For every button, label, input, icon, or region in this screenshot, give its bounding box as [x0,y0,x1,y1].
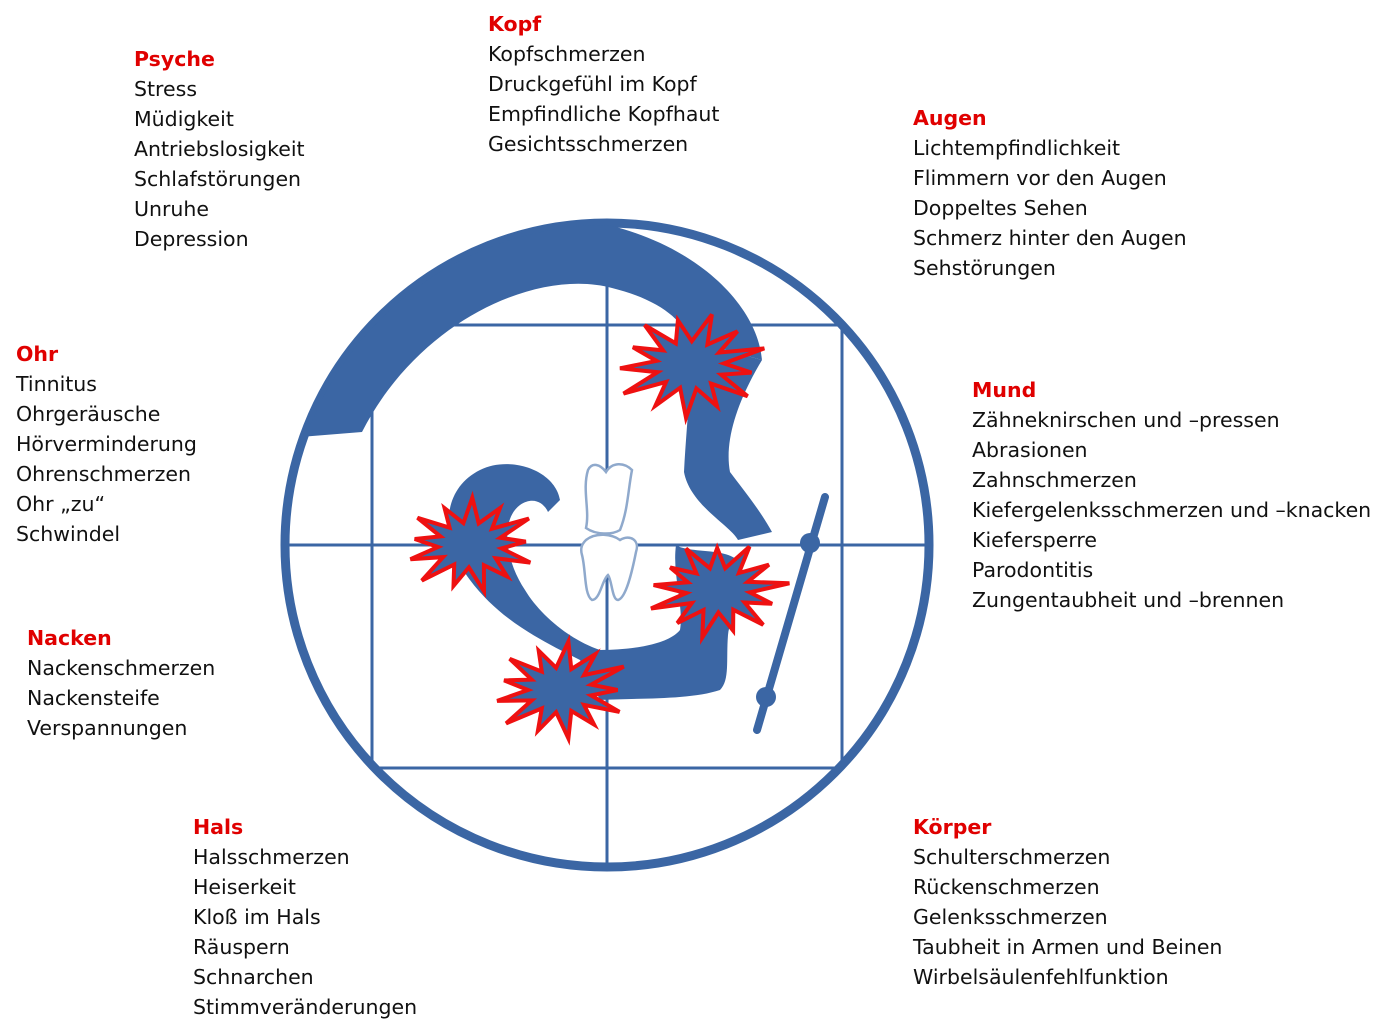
symptom-item: Parodontitis [972,558,1094,582]
symptom-item: Räuspern [193,935,290,959]
symptom-item: Hörverminderung [16,432,197,456]
group-title: Nacken [27,626,112,650]
symptom-item: Antriebslosigkeit [134,137,305,161]
group-title: Körper [913,815,992,839]
symptom-item: Schulterschmerzen [913,845,1111,869]
pain-burst-icon [619,313,765,426]
group-title: Mund [972,378,1037,402]
group-title: Psyche [134,47,215,71]
symptom-item: Lichtempfindlichkeit [913,136,1121,160]
symptom-item: Stress [134,77,198,101]
symptom-item: Sehstörungen [913,256,1056,280]
symptom-item: Abrasionen [972,438,1088,462]
symptom-item: Müdigkeit [134,107,234,131]
symptom-item: Tinnitus [16,372,97,396]
symptom-item: Kloß im Hals [193,905,321,929]
symptom-item: Schnarchen [193,965,314,989]
pain-burst-icon [650,542,790,645]
symptom-item: Gelenksschmerzen [913,905,1108,929]
symptom-item: Zungentaubheit und –brennen [972,588,1285,612]
symptom-item: Doppeltes Sehen [913,196,1088,220]
pain-burst-icon [409,490,532,599]
symptom-item: Unruhe [134,197,210,221]
pain-bursts [409,313,790,746]
symptom-item: Schlafstörungen [134,167,302,191]
symptom-item: Rückenschmerzen [913,875,1100,899]
symptom-item: Schwindel [16,522,121,546]
symptom-item: Zähneknirschen und –pressen [972,408,1280,432]
symptom-item: Kiefersperre [972,528,1097,552]
symptom-item: Schmerz hinter den Augen [913,226,1187,250]
symptom-item: Nackensteife [27,686,160,710]
symptom-item: Zahnschmerzen [972,468,1137,492]
symptom-item: Ohrenschmerzen [16,462,192,486]
group-title: Hals [193,815,244,839]
symptom-item: Kiefergelenksschmerzen und –knacken [972,498,1372,522]
group-title: Augen [913,106,987,130]
lever-dot-top [800,533,820,553]
symptom-item: Depression [134,227,249,251]
group-title: Ohr [16,342,59,366]
symptom-item: Ohrgeräusche [16,402,161,426]
symptom-item: Taubheit in Armen und Beinen [913,935,1223,959]
lever-dot-bottom [756,687,776,707]
symptom-item: Gesichtsschmerzen [488,132,689,156]
symptom-item: Empfindliche Kopfhaut [488,102,720,126]
symptom-item: Verspannungen [27,716,188,740]
symptom-item: Druckgefühl im Kopf [488,72,697,96]
group-title: Kopf [488,12,542,36]
symptom-item: Nackenschmerzen [27,656,216,680]
symptom-item: Stimmveränderungen [193,995,418,1019]
symptom-item: Flimmern vor den Augen [913,166,1167,190]
pain-burst-icon [496,634,625,746]
symptom-item: Ohr „zu“ [16,492,106,516]
symptom-item: Halsschmerzen [193,845,350,869]
symptom-item: Wirbelsäulenfehlfunktion [913,965,1169,989]
symptom-item: Kopfschmerzen [488,42,646,66]
tooth-pair-icon [579,463,639,602]
symptom-item: Heiserkeit [193,875,296,899]
